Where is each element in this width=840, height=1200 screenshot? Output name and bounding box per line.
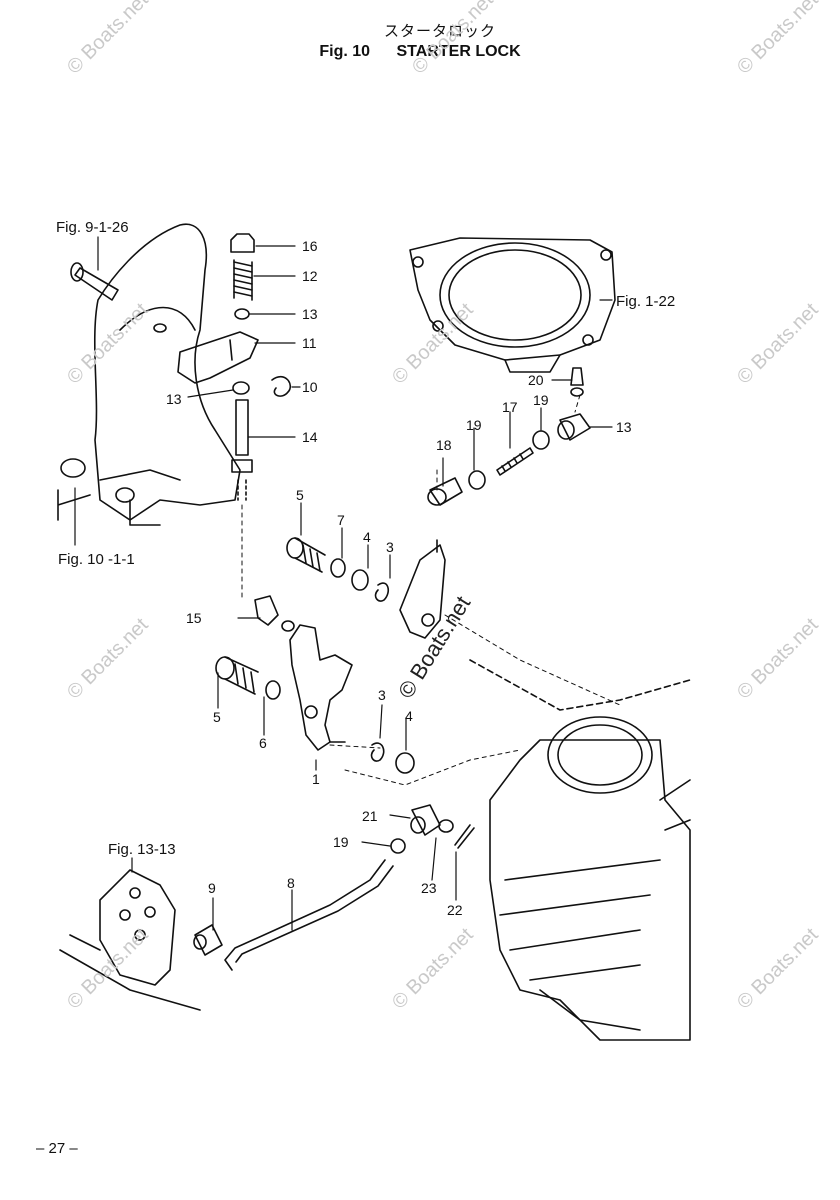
ref-fig-9-1-26: Fig. 9-1-26 xyxy=(56,219,129,236)
bush-4-lower xyxy=(395,752,415,774)
bracket-casting xyxy=(57,223,241,526)
callout-18: 18 xyxy=(436,437,452,453)
callout-5-upper: 5 xyxy=(296,487,304,503)
callout-16: 16 xyxy=(302,238,318,254)
callout-15: 15 xyxy=(186,610,202,626)
watermarks: © Boats.net © Boats.net © Boats.net © Bo… xyxy=(63,0,823,1014)
washer-13-lower xyxy=(232,381,250,395)
lever-11 xyxy=(153,323,259,384)
washer-7 xyxy=(330,558,346,578)
clip-3-upper xyxy=(374,582,390,602)
svg-text:© Boats.net: © Boats.net xyxy=(408,0,498,79)
nut-19-right xyxy=(532,430,550,450)
nut-19-lower xyxy=(390,838,406,854)
cover-plate xyxy=(409,237,616,373)
svg-text:© Boats.net: © Boats.net xyxy=(63,299,153,389)
ref-fig-10-1-1: Fig. 10 -1-1 xyxy=(58,551,135,568)
bush-4-upper xyxy=(351,569,369,591)
rod-end-18 xyxy=(427,477,463,506)
lower-bracket xyxy=(59,869,201,1011)
title-line: Fig. 10 STARTER LOCK xyxy=(0,43,840,61)
engine-block xyxy=(469,659,691,1041)
callout-13-mid: 13 xyxy=(166,391,182,407)
header: スタータロック Fig. 10 STARTER LOCK xyxy=(0,20,840,61)
svg-text:© Boats.net: © Boats.net xyxy=(733,924,823,1014)
svg-text:© Boats.net: © Boats.net xyxy=(393,592,475,703)
bolt-5-upper xyxy=(286,537,326,573)
figure-title: STARTER LOCK xyxy=(396,43,521,60)
svg-text:© Boats.net: © Boats.net xyxy=(733,0,823,79)
bolt-5-lower xyxy=(215,656,259,695)
callout-12: 12 xyxy=(302,268,318,284)
washer-23 xyxy=(438,819,454,833)
callout-19-lower: 19 xyxy=(333,834,349,850)
leader-lines xyxy=(74,236,613,931)
clip-3-lower xyxy=(370,742,385,762)
ref-fig-1-22: Fig. 1-22 xyxy=(616,293,675,310)
rod-17 xyxy=(496,447,534,476)
rod-8 xyxy=(224,859,394,971)
stopper-15 xyxy=(254,595,295,632)
pin-22 xyxy=(454,824,475,849)
callout-19-left: 19 xyxy=(466,417,482,433)
svg-text:© Boats.net: © Boats.net xyxy=(63,924,153,1014)
figure-number: Fig. 10 xyxy=(319,43,371,60)
callout-5-lower: 5 xyxy=(213,709,221,725)
svg-text:© Boats.net: © Boats.net xyxy=(388,924,478,1014)
svg-text:© Boats.net: © Boats.net xyxy=(63,0,153,79)
joint-21 xyxy=(410,804,441,836)
callout-22: 22 xyxy=(447,902,463,918)
pin-part xyxy=(70,262,119,301)
callout-4-upper: 4 xyxy=(363,529,371,545)
svg-text:© Boats.net: © Boats.net xyxy=(733,614,823,704)
svg-text:© Boats.net: © Boats.net xyxy=(388,299,478,389)
washer-6 xyxy=(265,680,281,700)
callout-20: 20 xyxy=(528,372,544,388)
callout-13-top: 13 xyxy=(302,306,318,322)
svg-text:© Boats.net: © Boats.net xyxy=(733,299,823,389)
washer-13-top xyxy=(234,308,250,320)
main-lever-1 xyxy=(289,624,353,751)
callout-3-lower: 3 xyxy=(378,687,386,703)
fitting-20 xyxy=(570,367,584,397)
callout-3-upper: 3 xyxy=(386,539,394,555)
clip-10 xyxy=(271,375,292,397)
callout-11: 11 xyxy=(302,335,317,351)
joint-13-right xyxy=(557,413,591,441)
callout-9: 9 xyxy=(208,880,216,896)
connection-lines xyxy=(241,394,621,786)
callout-13-right: 13 xyxy=(616,419,632,435)
callout-14: 14 xyxy=(302,429,318,445)
cap-16 xyxy=(230,233,255,253)
ref-fig-13-13: Fig. 13-13 xyxy=(108,841,176,858)
callout-8: 8 xyxy=(287,875,295,891)
callout-21: 21 xyxy=(362,808,378,824)
spring-12 xyxy=(233,259,253,301)
callout-10: 10 xyxy=(302,379,318,395)
joint-9 xyxy=(193,924,223,956)
svg-text:© Boats.net: © Boats.net xyxy=(63,614,153,704)
callout-19-right: 19 xyxy=(533,392,549,408)
lever-plate-upper xyxy=(399,539,446,639)
page-number: – 27 – xyxy=(36,1140,78,1157)
callout-7: 7 xyxy=(337,512,345,528)
callout-23: 23 xyxy=(421,880,437,896)
callout-1: 1 xyxy=(312,771,320,787)
plunger-14 xyxy=(231,399,253,501)
callout-4-lower: 4 xyxy=(405,708,413,724)
callout-6: 6 xyxy=(259,735,267,751)
nut-19-left xyxy=(468,470,486,490)
callout-17: 17 xyxy=(502,399,518,415)
title-japanese: スタータロック xyxy=(383,22,496,40)
